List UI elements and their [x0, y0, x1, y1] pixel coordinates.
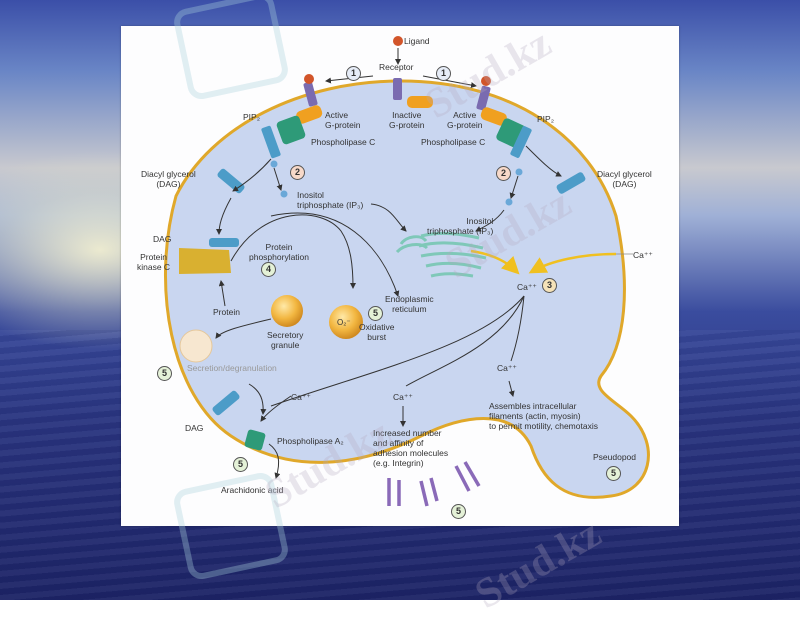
receptor-center-icon [393, 78, 402, 100]
secretion-label: Secretion/degranulation [187, 363, 277, 373]
adhesion-label: Increased number and affinity of adhesio… [373, 428, 449, 468]
protein-kinase-c-label: Protein kinase C [137, 252, 171, 272]
protein-kinase-c-icon [179, 248, 231, 274]
step-4: 4 [261, 262, 276, 277]
step-5-secretion: 5 [157, 366, 172, 381]
protein-phosphorylation-label: Protein phosphorylation [249, 242, 310, 262]
receptor-right-icon [476, 85, 491, 111]
phospholipase-c-right-label: Phospholipase C [421, 137, 486, 147]
dag-right-label: Diacyl glycerol (DAG) [597, 169, 652, 189]
receptor-label: Receptor [379, 62, 414, 72]
ca-er-arrow [470, 249, 520, 275]
o2-label: O₂⁻ [337, 318, 351, 327]
dag-bottom-icon [212, 390, 240, 416]
arachidonic-acid-label: Arachidonic acid [221, 485, 284, 495]
ca-right-label: Ca⁺⁺ [497, 363, 517, 373]
phospholipase-c-left-label: Phospholipase C [311, 137, 376, 147]
active-gprotein-right-label: Active G-protein [447, 110, 483, 130]
phospholipase-a2-icon [244, 429, 266, 451]
step-1-right: 1 [436, 66, 451, 81]
secretory-granule-label: Secretory granule [267, 330, 304, 350]
step-5-oxidative: 5 [368, 306, 383, 321]
secretion-vesicle-icon [179, 329, 213, 363]
oxidative-burst-label: Oxidative burst [359, 322, 395, 342]
ip3-right-label: Inositol triphosphate (IP₃) [427, 216, 494, 236]
inactive-gprotein-icon [407, 96, 433, 108]
filaments-label: Assembles intracellular filaments (actin… [489, 401, 598, 431]
ligand-label: Ligand [404, 36, 430, 46]
integrin-icons [387, 461, 481, 507]
oxidative-burst-granule-icon [329, 305, 363, 339]
ligand-icon [393, 36, 403, 46]
pip2-right-label: PIP₂ [537, 114, 554, 124]
dag-bottom-label: DAG [185, 423, 204, 433]
ca-center-label: Ca⁺⁺ [517, 282, 537, 292]
protein-label: Protein [213, 307, 240, 317]
pip2-right-icon [510, 126, 532, 158]
dag-pkc-label: DAG [153, 234, 172, 244]
diagram-panel: Ligand Receptor 1 1 Active G-protein Ina… [121, 26, 679, 526]
endoplasmic-reticulum-icon [395, 231, 487, 278]
pip2-left-icon [261, 125, 281, 159]
ca-external-arrow [528, 252, 617, 274]
secretory-granule-icon [271, 295, 303, 327]
active-gprotein-right-icon [480, 107, 507, 126]
pip2-left-label: PIP₂ [243, 112, 260, 122]
active-gprotein-left-icon [296, 105, 323, 124]
phospholipase-c-left-icon [276, 115, 306, 145]
active-gprotein-left-label: Active G-protein [325, 110, 361, 130]
step-3: 3 [542, 278, 557, 293]
ca-mid-label: Ca⁺⁺ [393, 392, 413, 402]
pseudopod-label: Pseudopod [593, 452, 637, 462]
dag-left-label: Diacyl glycerol (DAG) [141, 169, 196, 189]
ca-external-label: Ca⁺⁺ [633, 250, 653, 260]
phospholipase-a2-label: Phospholipase A₂ [277, 436, 344, 446]
step-2-right: 2 [496, 166, 511, 181]
cell-signaling-diagram [163, 36, 650, 507]
receptor-left-icon [303, 81, 318, 107]
step-5-arachidonic: 5 [233, 457, 248, 472]
ca-left-label: Ca⁺⁺ [291, 392, 311, 402]
endoplasmic-reticulum-label: Endoplasmic reticulum [385, 294, 434, 314]
step-2-left: 2 [290, 165, 305, 180]
dag-pkc-icon [209, 238, 239, 247]
ip3-left-label: Inositol triphosphate (IP₃) [297, 190, 364, 210]
inactive-gprotein-label: Inactive G-protein [389, 110, 425, 130]
step-1-left: 1 [346, 66, 361, 81]
step-5-pseudopod: 5 [606, 466, 621, 481]
step-5-adhesion: 5 [451, 504, 466, 519]
dag-right-icon [556, 172, 586, 194]
